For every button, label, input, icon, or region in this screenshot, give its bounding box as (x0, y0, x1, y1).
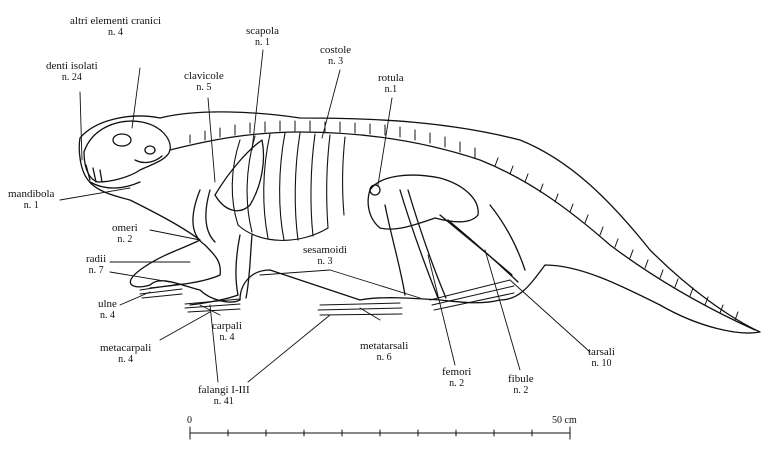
front-paws (140, 284, 240, 312)
scale-end-label: 50 cm (552, 415, 577, 426)
rotula-bone (370, 185, 380, 195)
scale-start-label: 0 (187, 415, 192, 426)
hind-paws (318, 280, 514, 315)
spine (170, 132, 755, 330)
leader-lines (60, 50, 590, 382)
ribcage (232, 133, 345, 240)
front-leg (150, 190, 252, 305)
body-silhouette (79, 112, 760, 333)
pelvis (368, 175, 478, 229)
scapula (215, 140, 264, 211)
skull (84, 121, 170, 188)
vertebrae (190, 121, 738, 320)
scale-bar (190, 427, 570, 439)
